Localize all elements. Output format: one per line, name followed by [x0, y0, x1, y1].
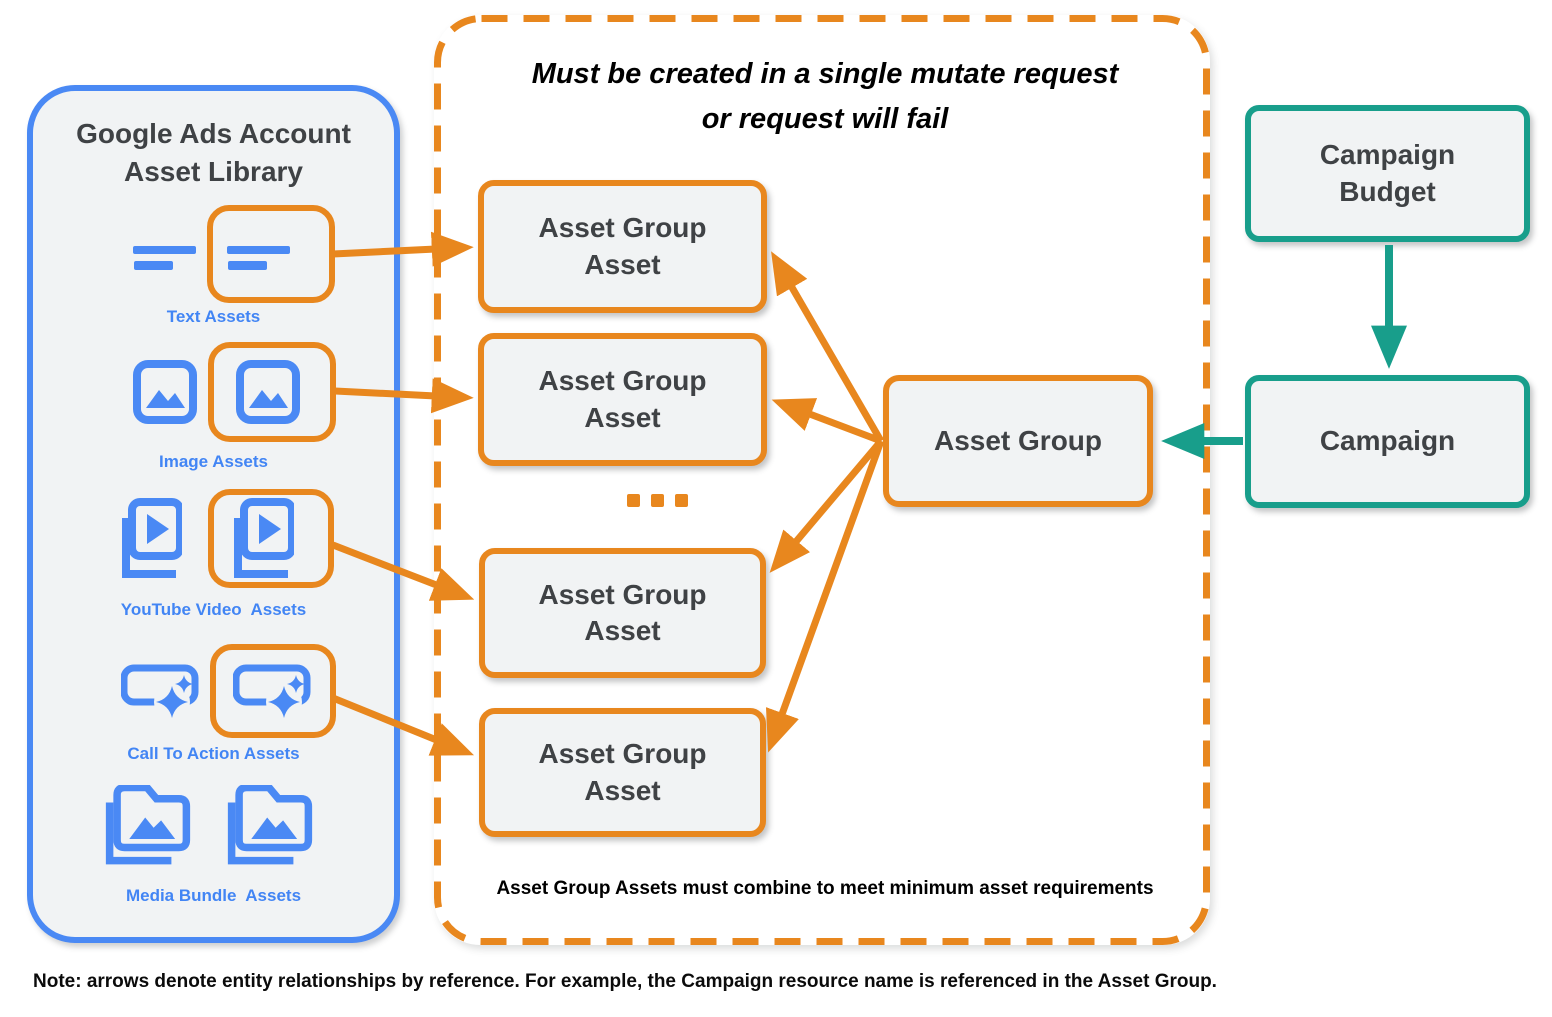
asset-group-asset-box-2: Asset Group Asset [478, 333, 767, 466]
asset-library-title-line1: Google Ads Account [76, 118, 351, 149]
asset-library-title: Google Ads Account Asset Library [47, 115, 380, 191]
mutate-request-title: Must be created in a single mutate reque… [470, 52, 1180, 142]
youtube-video-icon [234, 498, 294, 578]
asset-group-asset-box-3: Asset Group Asset [479, 548, 766, 678]
asset-group-box: Asset Group [883, 375, 1153, 507]
image-asset-highlight-box [208, 342, 336, 442]
youtube-video-icon [122, 498, 182, 578]
asset-group-asset-box-4: Asset Group Asset [479, 708, 766, 837]
call-to-action-highlight-box [210, 644, 336, 738]
asset-group-label: Asset Group [933, 424, 1103, 456]
media-bundle-assets-label: Media Bundle Assets [125, 886, 302, 905]
text-lines-icon [133, 246, 196, 270]
asset-group-asset-box-1: Asset Group Asset [478, 180, 767, 313]
text-lines-icon [227, 246, 290, 270]
footnote: Note: arrows denote entity relationships… [33, 971, 1217, 992]
ellipsis-dot [627, 494, 640, 507]
text-asset-highlight-box [207, 205, 335, 303]
call-to-action-assets-label: Call To Action Assets [127, 744, 300, 763]
youtube-asset-highlight-box [208, 489, 334, 588]
media-bundle-icon [227, 785, 313, 865]
campaign-budget-box: Campaign Budget [1245, 105, 1530, 242]
asset-group-asset-label: Asset Group Asset [538, 365, 707, 433]
ellipsis-dot [675, 494, 688, 507]
campaign-budget-label: Campaign Budget [1319, 139, 1456, 207]
mutate-request-title-line1: Must be created in a single mutate reque… [531, 58, 1119, 90]
asset-group-asset-label: Asset Group Asset [538, 212, 707, 280]
asset-group-asset-label: Asset Group Asset [538, 578, 707, 646]
youtube-video-assets-label: YouTube Video Assets [120, 600, 307, 619]
asset-library-title-line2: Asset Library [124, 155, 303, 187]
image-icon [133, 360, 197, 424]
mutate-request-caption: Asset Group Assets must combine to meet … [496, 878, 1154, 899]
image-assets-label: Image Assets [159, 452, 268, 471]
ellipsis-dot [651, 494, 664, 507]
call-to-action-icon [233, 664, 311, 720]
ellipsis [627, 494, 688, 507]
mutate-request-title-line2: or request will fail [701, 102, 949, 135]
call-to-action-icon [121, 664, 199, 720]
asset-group-asset-label: Asset Group Asset [538, 738, 707, 806]
campaign-label: Campaign [1319, 425, 1456, 457]
media-bundle-icon [105, 785, 191, 865]
campaign-box: Campaign [1245, 375, 1530, 508]
text-assets-label: Text Assets [166, 307, 261, 326]
image-icon [236, 360, 300, 424]
